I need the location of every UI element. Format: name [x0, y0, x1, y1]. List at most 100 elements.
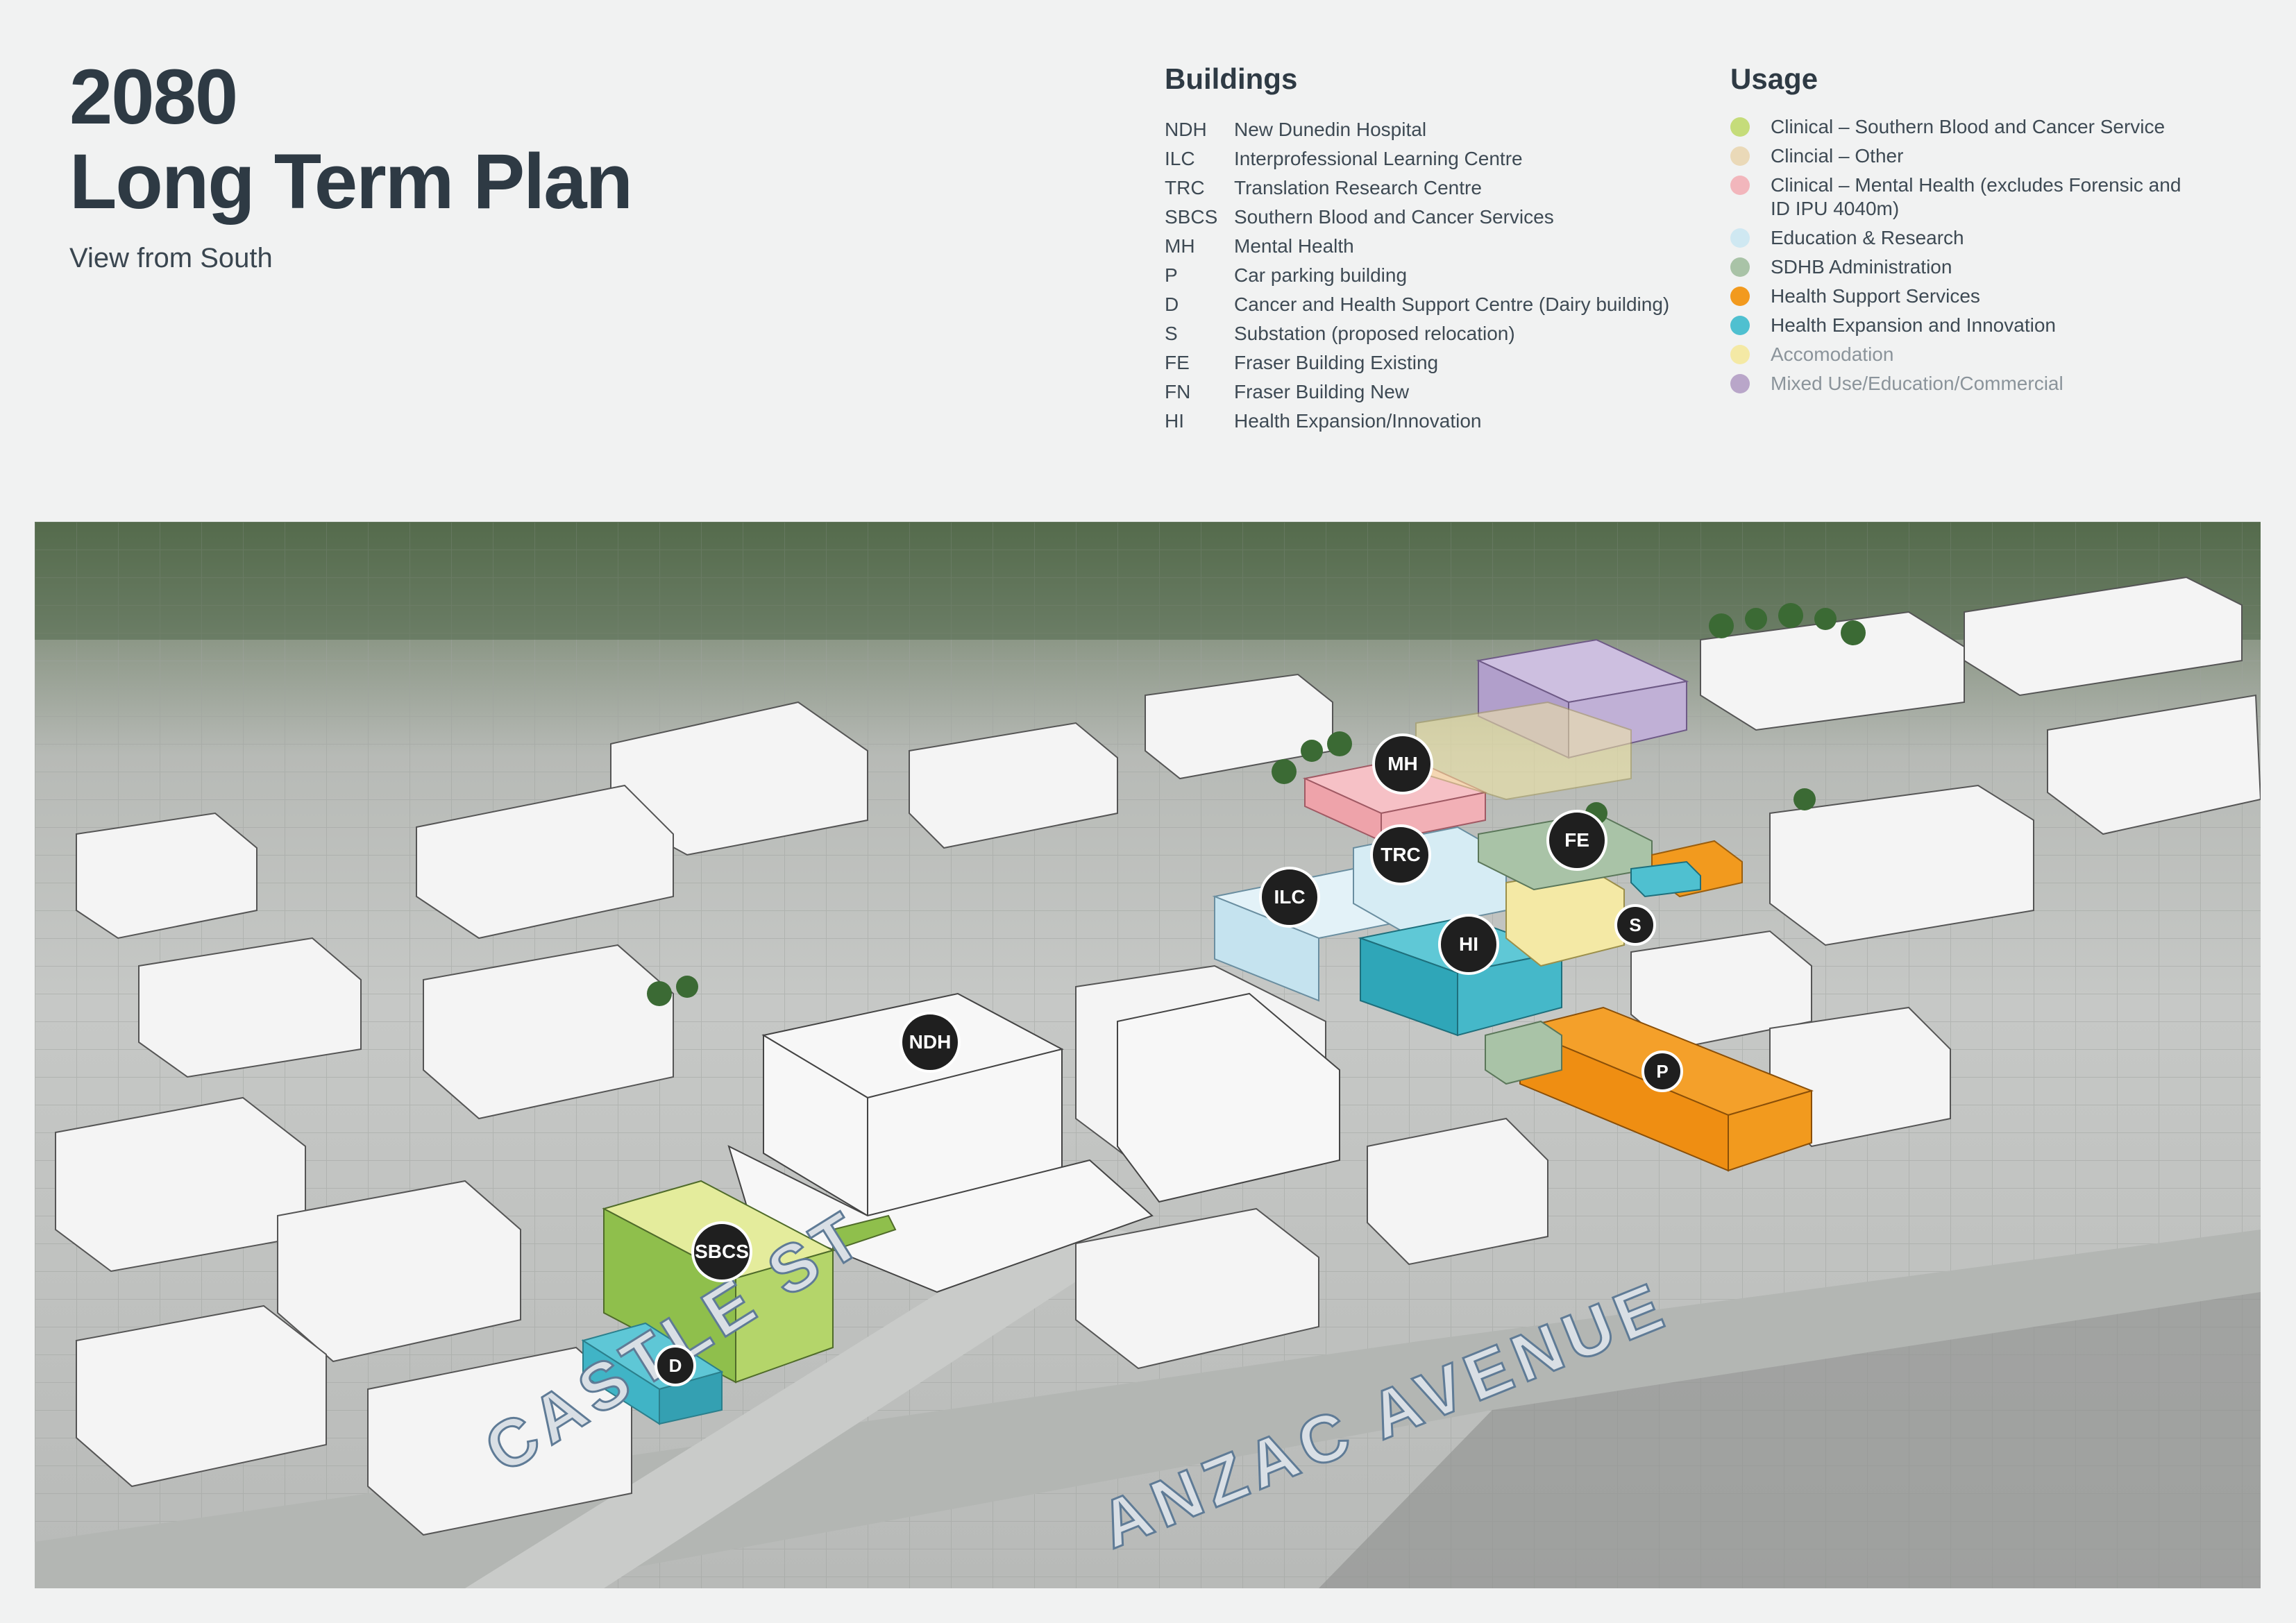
city-block: [1964, 576, 2243, 697]
plan-subtitle: View from South: [69, 243, 273, 273]
marker-s[interactable]: S: [1614, 904, 1656, 946]
ndh-east-wing: [1117, 992, 1340, 1203]
tree-icon: [1814, 608, 1837, 630]
tree-icon: [1778, 603, 1803, 628]
buildings-legend-row: S Substation (proposed relocation): [1165, 319, 1669, 348]
usage-label: Accomodation: [1771, 343, 1894, 365]
usage-label: Education & Research: [1771, 227, 1964, 248]
building-name: Substation (proposed relocation): [1234, 323, 1515, 344]
hill-vegetation: [35, 522, 2261, 640]
trees: [647, 603, 1866, 1006]
usage-legend-row: Accomodation: [1730, 343, 2187, 366]
buildings-heading: Buildings: [1165, 62, 1298, 95]
marker-ilc[interactable]: ILC: [1259, 867, 1320, 928]
building-code: MH: [1165, 235, 1195, 257]
usage-legend-row: Clincial – Other: [1730, 144, 2187, 168]
tree-icon: [1745, 608, 1767, 630]
usage-label: Mixed Use/Education/Commercial: [1771, 373, 2063, 394]
marker-hi[interactable]: HI: [1438, 914, 1499, 975]
building-name: Cancer and Health Support Centre (Dairy …: [1234, 294, 1670, 315]
tree-icon: [1793, 788, 1816, 810]
building-code: TRC: [1165, 177, 1205, 198]
city-block: [367, 1346, 632, 1536]
usage-label: Health Expansion and Innovation: [1771, 314, 2056, 336]
city-block: [1700, 611, 1965, 731]
marker-p[interactable]: P: [1641, 1051, 1683, 1092]
usage-heading: Usage: [1730, 62, 1818, 95]
plan-title: Long Term Plan: [69, 138, 633, 225]
building-code: FN: [1165, 381, 1191, 402]
usage-legend-row: SDHB Administration: [1730, 255, 2187, 279]
usage-label: Clincial – Other: [1771, 145, 1904, 167]
usage-swatch-icon: [1730, 345, 1750, 364]
site-map: CASTLE ST ANZAC AVENUE MH TRC FE ILC HI …: [35, 522, 2261, 1588]
usage-swatch-icon: [1730, 287, 1750, 306]
usage-swatch-icon: [1730, 374, 1750, 393]
city-block: [423, 944, 674, 1120]
usage-swatch-icon: [1730, 316, 1750, 335]
building-code: HI: [1165, 410, 1184, 432]
building-name: Fraser Building Existing: [1234, 352, 1439, 373]
tree-icon: [1709, 613, 1734, 638]
marker-ndh[interactable]: NDH: [900, 1012, 961, 1073]
admin-block: [1485, 1020, 1562, 1085]
tree-icon: [676, 976, 698, 998]
buildings-legend-row: P Car parking building: [1165, 261, 1669, 290]
title-block: 2080 Long Term Plan View from South: [69, 53, 633, 274]
city-block: [1075, 1207, 1319, 1370]
usage-label: SDHB Administration: [1771, 256, 1952, 278]
marker-trc[interactable]: TRC: [1370, 824, 1431, 885]
map-illustration: [35, 522, 2261, 1588]
city-block: [909, 722, 1118, 849]
city-block: [1367, 1117, 1548, 1266]
usage-swatch-icon: [1730, 146, 1750, 166]
marker-d[interactable]: D: [655, 1345, 696, 1386]
usage-label: Clinical – Mental Health (excludes Foren…: [1771, 174, 2181, 219]
city-block: [76, 812, 258, 940]
marker-sbcs[interactable]: SBCS: [691, 1221, 752, 1282]
tree-icon: [1327, 731, 1352, 756]
building-code: SBCS: [1165, 206, 1218, 228]
city-block: [76, 1305, 327, 1488]
plan-year: 2080: [69, 53, 238, 140]
sbcs-side: [735, 1249, 834, 1384]
tree-icon: [1301, 740, 1323, 762]
tree-icon: [647, 981, 672, 1006]
castle-street-road: [465, 1216, 1145, 1588]
buildings-legend-row: HI Health Expansion/Innovation: [1165, 407, 1669, 436]
building-code: S: [1165, 323, 1178, 344]
building-code: NDH: [1165, 119, 1207, 140]
building-name: Interprofessional Learning Centre: [1234, 148, 1523, 169]
usage-legend-row: Mixed Use/Education/Commercial: [1730, 372, 2187, 396]
usage-legend-row: Health Expansion and Innovation: [1730, 314, 2187, 337]
marker-fe[interactable]: FE: [1546, 810, 1607, 871]
city-block: [2047, 694, 2261, 835]
city-block: [138, 937, 362, 1078]
usage-legend-row: Clinical – Mental Health (excludes Foren…: [1730, 173, 2187, 221]
car-park-side: [1728, 1089, 1812, 1172]
sbcs-bridge: [832, 1214, 897, 1252]
building-name: Fraser Building New: [1234, 381, 1410, 402]
building-name: Southern Blood and Cancer Services: [1234, 206, 1554, 228]
health-expansion-block: [1630, 860, 1701, 898]
usage-swatch-icon: [1730, 257, 1750, 277]
tree-icon: [1841, 620, 1866, 645]
building-name: Car parking building: [1234, 264, 1408, 286]
city-block: [416, 784, 674, 940]
usage-legend-row: Education & Research: [1730, 226, 2187, 250]
usage-legend-row: Health Support Services: [1730, 284, 2187, 308]
buildings-legend-row: SBCS Southern Blood and Cancer Services: [1165, 203, 1669, 232]
railyard: [1319, 1292, 2261, 1588]
building-code: P: [1165, 264, 1178, 286]
usage-swatch-icon: [1730, 228, 1750, 248]
usage-legend-row: Clinical – Southern Blood and Cancer Ser…: [1730, 115, 2187, 139]
usage-legend: Usage Clinical – Southern Blood and Canc…: [1730, 62, 2187, 401]
building-name: Health Expansion/Innovation: [1234, 410, 1482, 432]
marker-mh[interactable]: MH: [1372, 733, 1433, 794]
